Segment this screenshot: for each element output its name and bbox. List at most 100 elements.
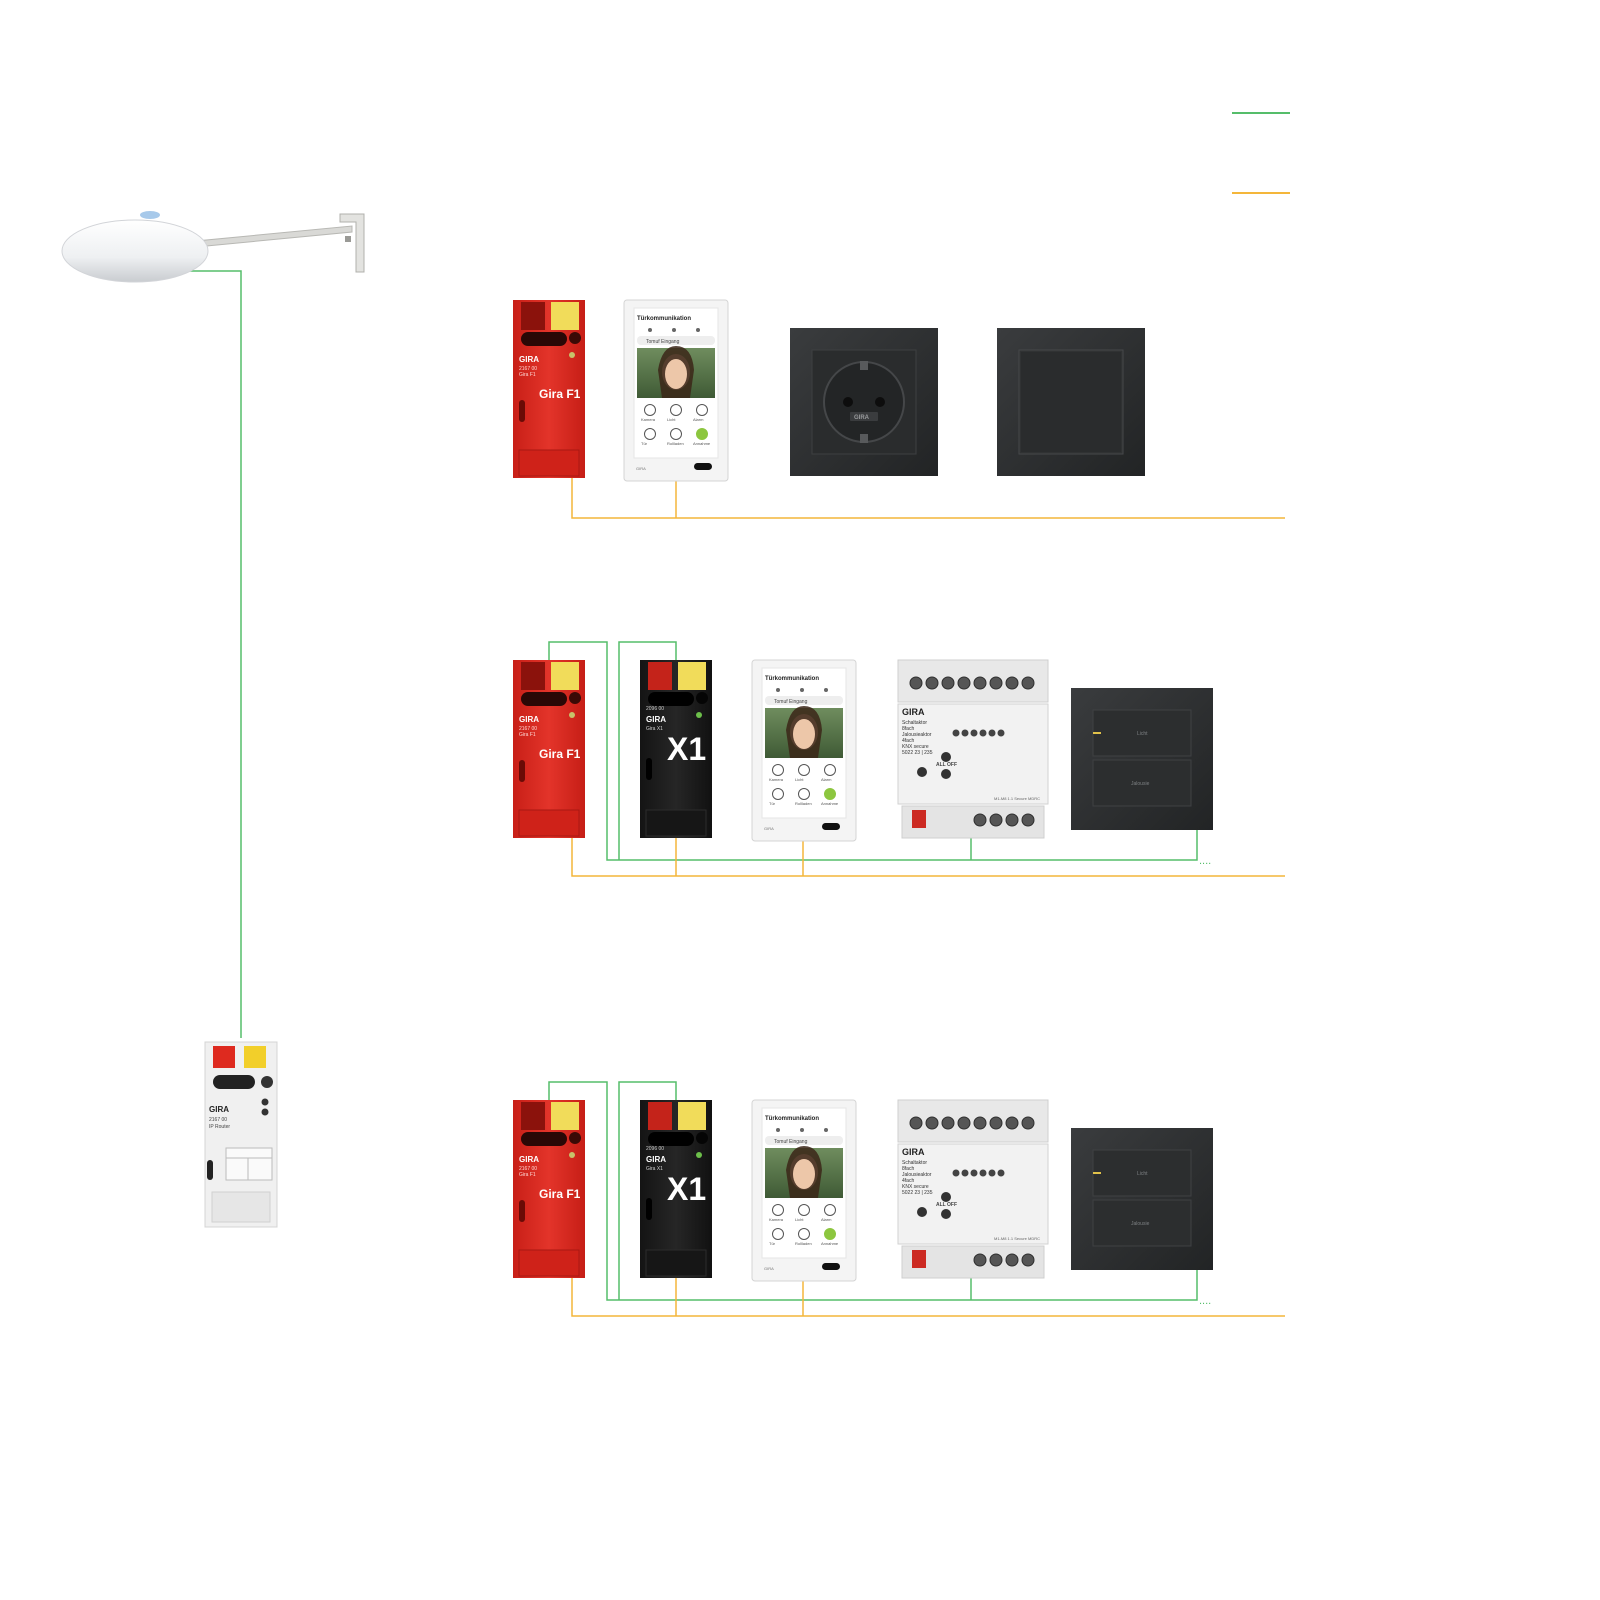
panel-nav-dot-3: [696, 328, 700, 332]
panel-tile-label-4: Tür: [641, 441, 648, 446]
panel-video-face-front: [665, 359, 687, 389]
panel-tile-label-4: Tür: [769, 801, 776, 806]
f1-model: Gira F1: [519, 372, 536, 378]
actuator-bottom-screw-3: [1005, 1253, 1019, 1267]
legend: [1232, 112, 1290, 194]
bus-line-trunk: [180, 270, 242, 1038]
x1-brand: GIRA: [646, 715, 666, 724]
actuator-footer: M1-M8 1.1 Secure MDRC: [994, 796, 1040, 801]
actuator-bottom-screw-1: [973, 813, 987, 827]
panel-tile-icon-4: [772, 788, 784, 800]
f1-terminal-red: [521, 1102, 545, 1130]
panel-tile-label-5: Rollladen: [795, 1241, 812, 1246]
panel-title: Türkommunikation: [637, 316, 691, 322]
actuator-brand: GIRA: [902, 1147, 925, 1157]
x1-led: [696, 692, 708, 704]
panel-tile-icon-1: [772, 1204, 784, 1216]
bus-continuation-3: ....: [1199, 1295, 1211, 1307]
actuator-knob-1: [941, 752, 951, 762]
actuator-top-screw-7: [1005, 676, 1019, 690]
f1-title: Gira F1: [539, 747, 581, 761]
actuator-label-2: 8fach: [902, 1166, 914, 1172]
actuator-channel-button-3: [970, 1169, 978, 1177]
actuator-body: [897, 703, 1049, 805]
actuator-brand: GIRA: [902, 707, 925, 717]
actuator-bottom-screw-4: [1021, 1253, 1035, 1267]
panel-home-button: [822, 823, 840, 830]
panel-title: Türkommunikation: [765, 676, 819, 682]
actuator-top-screw-5: [973, 676, 987, 690]
panel-notification-bar: [765, 696, 843, 705]
f1-slot: [519, 1200, 525, 1222]
actuator-channel-button-4: [979, 1169, 987, 1177]
panel-tile-label-3: Alarm: [821, 777, 832, 782]
actuator-all-off: ALL OFF: [936, 762, 957, 768]
actuator-label-5: KNX secure: [902, 1184, 929, 1190]
panel-tile-icon-3: [696, 404, 708, 416]
actuator-label-6: 5022 23 | 235: [902, 1190, 933, 1196]
f1-led: [569, 332, 581, 344]
actuator-top-screw-2: [925, 1116, 939, 1130]
panel-tile-icon-5: [798, 788, 810, 800]
wiring: [180, 270, 1285, 1317]
ip-router-article: 2167 00: [209, 1117, 227, 1123]
x1-model: Gira X1: [646, 726, 663, 732]
f1-brand: GIRA: [519, 355, 539, 364]
f1-led: [569, 692, 581, 704]
panel-tile-label-6: Annahme: [821, 1241, 839, 1246]
actuator-top-screw-6: [989, 676, 1003, 690]
keypad-key-lower: [1092, 759, 1192, 807]
actuator-all-off: ALL OFF: [936, 1202, 957, 1208]
actuator-channel-button-1: [952, 729, 960, 737]
panel-brand: GIRA: [636, 466, 646, 471]
socket-earth-top: [860, 361, 868, 370]
bus-continuation-2: ....: [1199, 855, 1211, 867]
actuator-label-5: KNX secure: [902, 744, 929, 750]
schuko-socket-icon: GIRA: [790, 328, 938, 476]
panel-tile-icon-1: [772, 764, 784, 776]
actuator-top-screw-5: [973, 1116, 987, 1130]
x1-program-button: [648, 1132, 694, 1146]
panel-tile-icon-1: [644, 404, 656, 416]
x1-terminal-yellow: [678, 662, 706, 690]
actuator-top-screw-3: [941, 676, 955, 690]
f1-title: Gira F1: [539, 1187, 581, 1201]
bus-line-tier-2: [548, 641, 1198, 861]
f1-brand: GIRA: [519, 715, 539, 724]
keypad-key-upper: [1092, 709, 1192, 757]
keypad-frame: [1071, 1128, 1213, 1270]
f1-status-led: [569, 352, 575, 358]
actuator-label-4: 4fach: [902, 1178, 914, 1184]
actuator-channel-button-6: [997, 1169, 1005, 1177]
actuator-bus-terminal: [912, 810, 926, 828]
socket-recess: [823, 361, 905, 443]
x1-article: 2096 00: [646, 706, 664, 712]
actuator-top-screw-8: [1021, 1116, 1035, 1130]
actuator-knob-2: [917, 1207, 927, 1217]
keypad-status-led: [1093, 732, 1101, 734]
socket-earth-bottom: [860, 434, 868, 443]
keypad-key-upper: [1092, 1149, 1192, 1197]
actuator-top-screw-4: [957, 676, 971, 690]
x1-slot: [646, 758, 652, 780]
actuator-bottom-screw-2: [989, 813, 1003, 827]
ip-router-model: IP Router: [209, 1124, 230, 1130]
actuator-label-3: Jalousieaktor: [902, 1172, 932, 1178]
power-line-tier-2: [571, 837, 1285, 877]
f1-status-led: [569, 1152, 575, 1158]
panel-tile-label-1: Kamera: [769, 777, 784, 782]
x1-brand: GIRA: [646, 1155, 666, 1164]
panel-tile-label-5: Rollladen: [667, 441, 684, 446]
bus-line-tier-3: [548, 1081, 1198, 1301]
actuator-top-screw-1: [909, 1116, 923, 1130]
actuator-knob-3: [941, 769, 951, 779]
panel-nav-dot-3: [824, 688, 828, 692]
power-line-tier-3: [571, 1275, 1285, 1317]
actuator-top-screw-4: [957, 1116, 971, 1130]
switching-actuator: GIRASchaltaktor8fachJalousieaktor4fachKN…: [897, 1099, 1049, 1279]
